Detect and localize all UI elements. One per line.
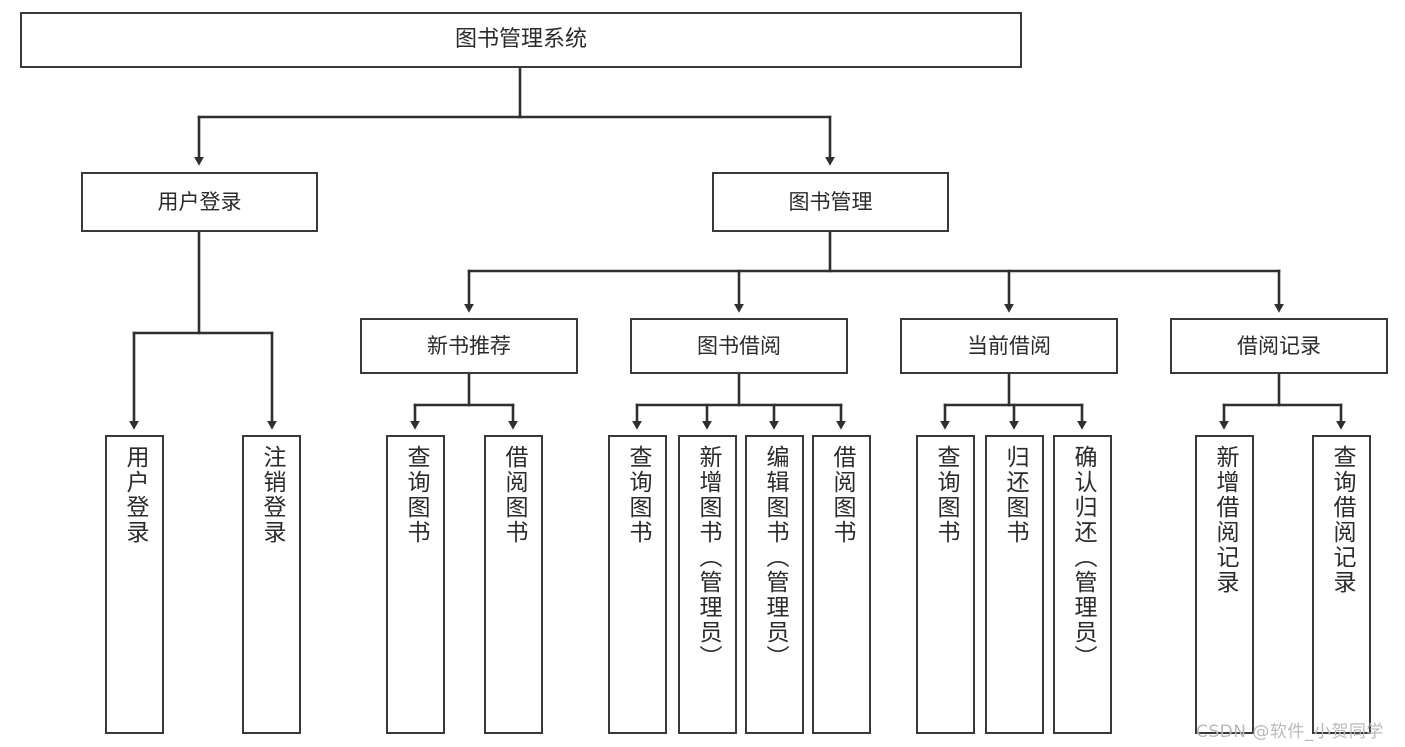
- node-book-manage-label: 图书管理: [788, 189, 873, 214]
- node-leaf-query-book-1-label: 查询图书: [403, 445, 429, 545]
- node-leaf-add-record[interactable]: 新增借阅记录: [1195, 435, 1254, 734]
- node-leaf-query-book-3[interactable]: 查询图书: [916, 435, 975, 734]
- node-leaf-borrow-book-1[interactable]: 借阅图书: [484, 435, 543, 734]
- node-new-book-rec-label: 新书推荐: [427, 333, 511, 358]
- node-borrow-record-label: 借阅记录: [1237, 333, 1321, 358]
- node-leaf-query-book-2[interactable]: 查询图书: [608, 435, 667, 734]
- node-leaf-borrow-book-2-label: 借阅图书: [829, 445, 855, 545]
- node-leaf-borrow-book-1-label: 借阅图书: [501, 445, 527, 545]
- node-leaf-borrow-book-2[interactable]: 借阅图书: [812, 435, 871, 734]
- node-leaf-logout-label: 注销登录: [259, 445, 285, 545]
- node-book-borrow-label: 图书借阅: [697, 333, 781, 358]
- node-leaf-query-record-label: 查询借阅记录: [1329, 445, 1355, 595]
- node-user-login[interactable]: 用户登录: [81, 172, 318, 232]
- node-leaf-confirm-return-label: 确认归还（管理员）: [1070, 445, 1096, 670]
- node-current-borrow[interactable]: 当前借阅: [900, 318, 1118, 374]
- node-leaf-edit-book[interactable]: 编辑图书（管理员）: [745, 435, 804, 734]
- node-leaf-query-record[interactable]: 查询借阅记录: [1312, 435, 1371, 734]
- node-leaf-query-book-2-label: 查询图书: [625, 445, 651, 545]
- node-book-manage[interactable]: 图书管理: [712, 172, 949, 232]
- node-new-book-rec[interactable]: 新书推荐: [360, 318, 578, 374]
- node-leaf-return-book-label: 归还图书: [1002, 445, 1028, 545]
- node-leaf-query-book-1[interactable]: 查询图书: [386, 435, 445, 734]
- node-user-login-label: 用户登录: [157, 189, 242, 214]
- node-leaf-return-book[interactable]: 归还图书: [985, 435, 1044, 734]
- node-leaf-confirm-return[interactable]: 确认归还（管理员）: [1053, 435, 1112, 734]
- node-borrow-record[interactable]: 借阅记录: [1170, 318, 1388, 374]
- node-leaf-add-book-label: 新增图书（管理员）: [695, 445, 721, 670]
- node-current-borrow-label: 当前借阅: [967, 333, 1051, 358]
- node-leaf-add-record-label: 新增借阅记录: [1212, 445, 1238, 595]
- node-root-label: 图书管理系统: [454, 27, 587, 53]
- node-leaf-user-login-label: 用户登录: [122, 445, 148, 545]
- node-leaf-query-book-3-label: 查询图书: [933, 445, 959, 545]
- node-leaf-add-book[interactable]: 新增图书（管理员）: [678, 435, 737, 734]
- node-leaf-logout[interactable]: 注销登录: [242, 435, 301, 734]
- node-leaf-edit-book-label: 编辑图书（管理员）: [762, 445, 788, 670]
- node-root[interactable]: 图书管理系统: [20, 12, 1022, 68]
- node-book-borrow[interactable]: 图书借阅: [630, 318, 848, 374]
- node-leaf-user-login[interactable]: 用户登录: [105, 435, 164, 734]
- csdn-watermark: CSDN @软件_小贺同学: [1196, 722, 1384, 742]
